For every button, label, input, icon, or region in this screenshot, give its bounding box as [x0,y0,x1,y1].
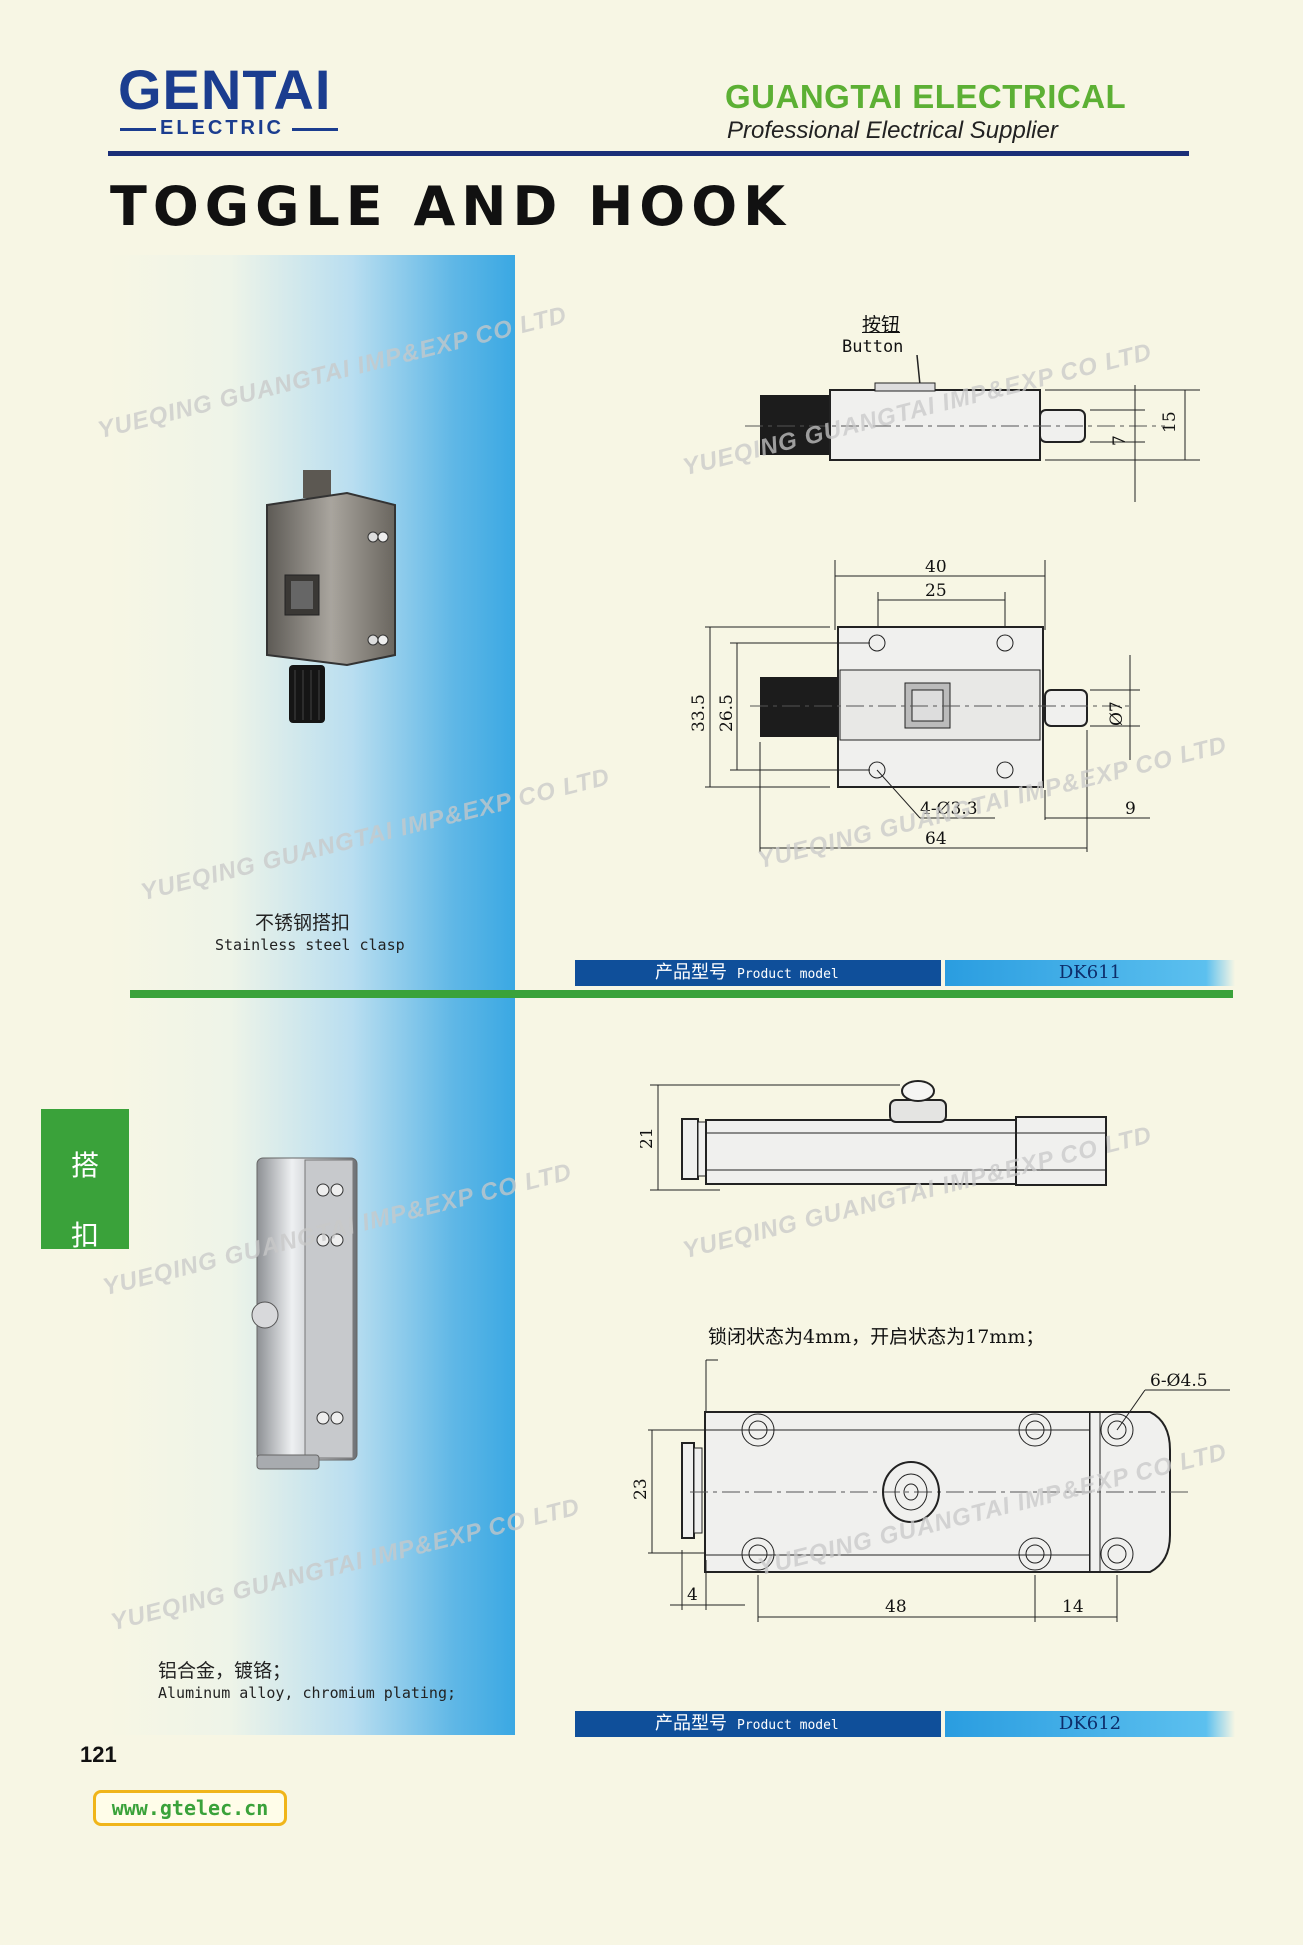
drawing-dk612-top-view: 23 6-Ø4.5 4 48 14 [631,1359,1230,1622]
dim-48: 48 [885,1597,907,1617]
dim-7-side: 7 [1110,435,1130,446]
drawing-dk611-side-view: 7 15 [745,355,1200,502]
button-label-cn: 按钮 [862,314,901,336]
model-label-en: Product model [737,1718,839,1733]
section-divider [130,990,1233,998]
product-2-model-label: 产品型号 Product model [575,1711,941,1737]
side-tab-char-2: 扣 [70,1220,99,1251]
page-title: TOGGLE AND HOOK [110,175,791,238]
dim-21: 21 [640,1127,657,1149]
brand-subtitle: Professional Electrical Supplier [727,117,1058,144]
dim-25: 25 [925,581,947,601]
product-1-model-number: DK611 [945,960,1235,986]
logo-sub-text: ELECTRIC [160,117,284,139]
brand-title: GUANGTAI ELECTRICAL [725,78,1127,115]
page-number: 121 [80,1742,117,1767]
website-link[interactable]: www.gtelec.cn [93,1790,287,1826]
category-side-tab: 搭 扣 [41,1109,129,1251]
dim-64: 64 [925,829,947,849]
logo-rule-right [292,128,338,131]
product-2-model-number: DK612 [945,1711,1235,1737]
drawing-dk612-side-view: 21 [640,1080,1107,1191]
dim-diameter-7: Ø7 [1107,701,1127,726]
logo-main-text: GENTAI [118,58,332,121]
button-label-en: Button [842,337,904,357]
model-label-cn: 产品型号 [655,962,727,983]
dim-14: 14 [1062,1597,1084,1617]
dim-9: 9 [1125,799,1136,819]
product-photo-dk611 [266,470,396,723]
lock-state-note: 锁闭状态为4mm，开启状态为17mm； [708,1326,1045,1348]
header-rule [108,151,1189,156]
model-label-en: Product model [737,967,839,982]
logo-rule-left [120,128,156,131]
dim-26-5: 26.5 [717,694,737,732]
product-1-model-label: 产品型号 Product model [575,960,941,986]
dim-40: 40 [925,560,947,577]
drawing-dk611-top-view: 40 25 33.5 26.5 Ø7 4-Ø3.3 9 64 [690,560,1150,852]
model-label-cn: 产品型号 [655,1713,727,1734]
product-1-caption-en: Stainless steel clasp [215,936,405,954]
dim-4: 4 [687,1585,698,1605]
product-2-caption-cn: 铝合金，镀铬； [158,1660,292,1682]
side-tab-char-1: 搭 [70,1150,99,1181]
product-1-caption-cn: 不锈钢搭扣 [255,912,351,934]
dim-4-holes-3-3: 4-Ø3.3 [920,799,978,819]
dim-15: 15 [1160,411,1180,433]
dim-33-5: 33.5 [690,694,709,732]
dim-23: 23 [631,1478,651,1500]
dim-6-holes-4-5: 6-Ø4.5 [1150,1371,1208,1391]
product-2-caption-en: Aluminum alloy, chromium plating; [158,1684,457,1702]
product-photo-dk612 [251,1157,358,1470]
